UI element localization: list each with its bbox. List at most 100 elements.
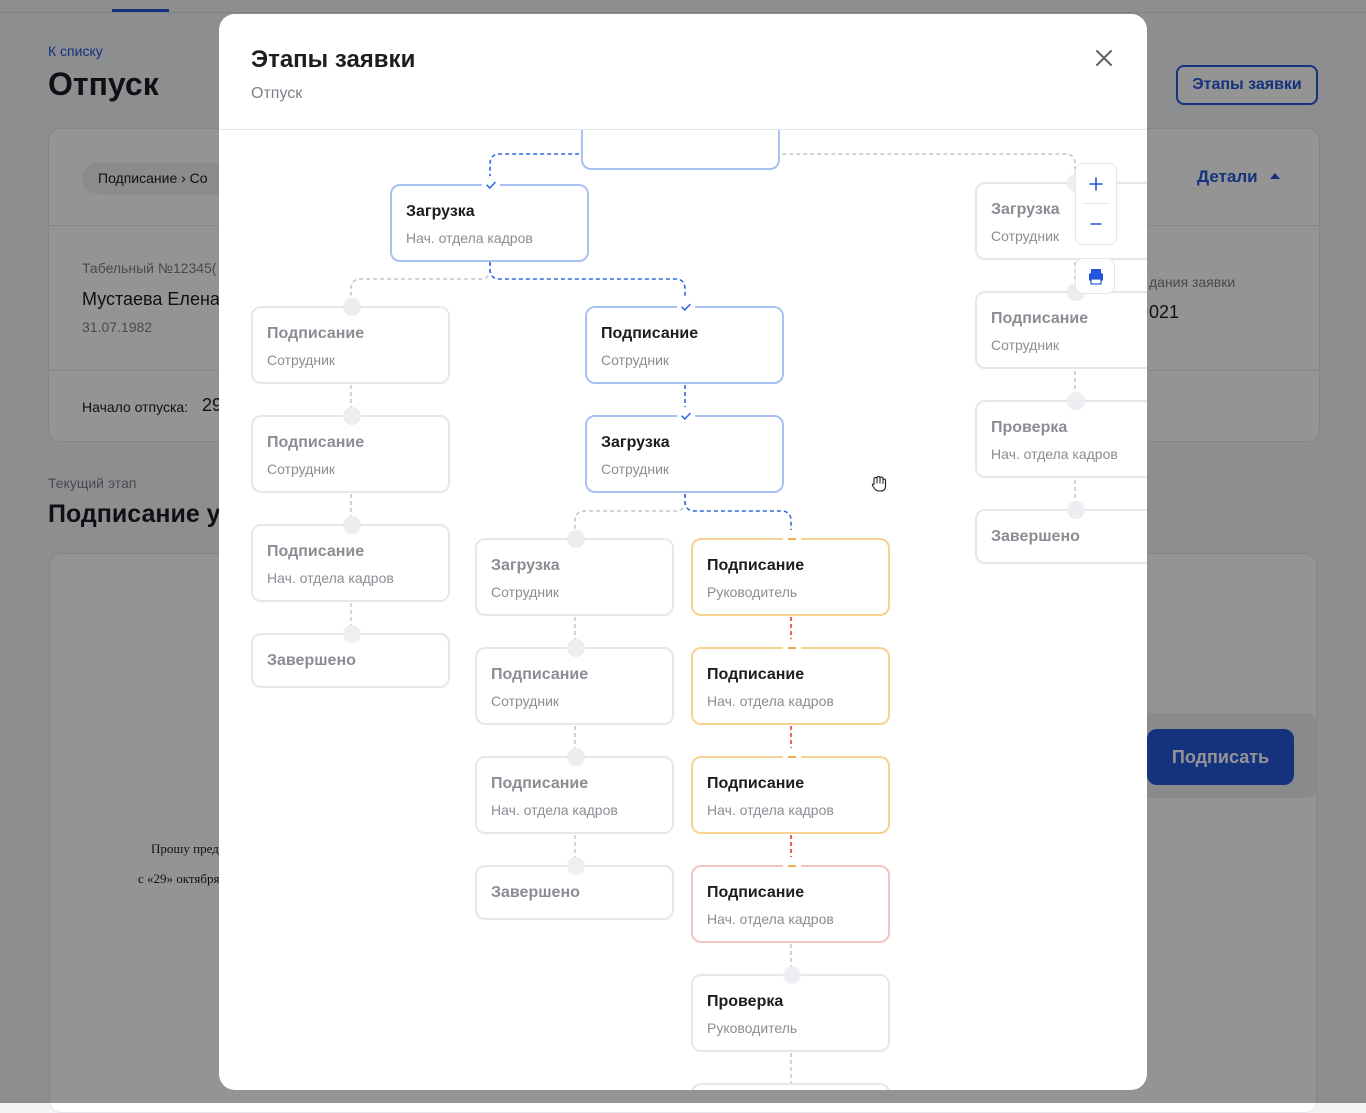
tab-number: Табельный №12345( — [82, 260, 217, 276]
stage-title: Завершено — [491, 884, 580, 901]
connector-done — [489, 130, 686, 184]
stage-role: Руководитель — [707, 1020, 798, 1036]
stages-modal: Этапы заявки Отпуск — [219, 14, 1147, 1090]
connector-pending — [350, 262, 491, 306]
stage-node-parent[interactable] — [581, 130, 780, 170]
stage-title: Загрузка — [406, 203, 475, 220]
minus-status-icon — [783, 748, 801, 766]
stage-title: Завершено — [991, 528, 1080, 545]
request-date-value: 021 — [1149, 302, 1180, 322]
modal-title: Этапы заявки — [251, 46, 416, 73]
caret-up-icon — [1269, 173, 1280, 179]
stage-title: Подписание — [267, 434, 365, 451]
stage-role: Сотрудник — [267, 352, 336, 368]
request-stages-button[interactable]: Этапы заявки — [1176, 65, 1318, 105]
connector-done — [489, 262, 686, 306]
back-to-list-link[interactable]: К списку — [48, 43, 103, 59]
stage-title: Проверка — [707, 993, 784, 1010]
vacation-start-label: Начало отпуска: — [82, 399, 189, 415]
modal-subtitle: Отпуск — [251, 85, 303, 102]
minus-status-icon — [783, 530, 801, 548]
minus-status-icon — [783, 639, 801, 657]
stage-node-n11[interactable]: Завершено — [475, 857, 674, 920]
stage-role: Сотрудник — [991, 228, 1060, 244]
minus-icon — [1090, 223, 1102, 225]
print-button[interactable] — [1075, 258, 1115, 294]
connector-done — [684, 494, 792, 538]
stage-node-n20[interactable]: Завершено — [975, 501, 1147, 564]
stage-title: Завершено — [267, 652, 356, 669]
details-toggle[interactable]: Детали — [1197, 167, 1280, 187]
stage-title: Подписание — [267, 325, 365, 342]
stage-role: Сотрудник — [601, 352, 670, 368]
details-label: Детали — [1197, 167, 1258, 186]
check-icon — [482, 176, 500, 194]
stage-role: Сотрудник — [601, 461, 670, 477]
pending-dot-icon — [567, 748, 585, 766]
connector-pending — [684, 141, 1076, 182]
pending-dot-icon — [567, 639, 585, 657]
stage-role: Сотрудник — [491, 693, 560, 709]
pending-dot-icon — [343, 625, 361, 643]
stage-role: Сотрудник — [491, 584, 560, 600]
printer-icon — [1089, 269, 1103, 285]
request-date-label: дания заявки — [1149, 274, 1236, 290]
zoom-in-button[interactable] — [1076, 164, 1116, 204]
document-text-line: с «29» октября — [138, 871, 220, 886]
pending-dot-icon — [343, 407, 361, 425]
top-navigation — [0, 0, 1366, 13]
pending-dot-icon — [1067, 501, 1085, 519]
pending-dot-icon — [783, 966, 801, 984]
divider — [1084, 203, 1108, 204]
pending-dot-icon — [343, 516, 361, 534]
minus-status-icon — [783, 857, 801, 875]
stage-role: Руководитель — [707, 584, 798, 600]
stage-title: Подписание — [491, 775, 589, 792]
zoom-out-button[interactable] — [1076, 204, 1116, 244]
stage-title: Подписание — [707, 666, 805, 683]
connector-pending — [574, 494, 686, 538]
stage-title: Подписание — [707, 884, 805, 901]
stage-title: Подписание — [991, 310, 1089, 327]
check-icon — [677, 407, 695, 425]
stage-title: Загрузка — [491, 557, 560, 574]
check-icon — [677, 298, 695, 316]
stage-role: Нач. отдела кадров — [707, 911, 834, 927]
stage-role: Сотрудник — [267, 461, 336, 477]
stage-node-n5[interactable]: Завершено — [251, 625, 450, 688]
stage-node-next[interactable] — [691, 1083, 890, 1090]
pending-dot-icon — [567, 530, 585, 548]
stage-role: Нач. отдела кадров — [707, 802, 834, 818]
employee-name: Мустаева Елена — [82, 289, 220, 309]
page-title: Отпуск — [48, 66, 159, 102]
vacation-start-value: 29 — [202, 395, 223, 415]
stage-title: Подписание — [601, 325, 699, 342]
close-icon — [1096, 50, 1112, 66]
close-button[interactable] — [1089, 43, 1119, 73]
stages-graph-connectors — [350, 130, 1076, 1083]
stage-role: Нач. отдела кадров — [991, 446, 1118, 462]
sign-button[interactable]: Подписать — [1147, 729, 1294, 785]
active-tab-indicator — [112, 9, 169, 12]
pending-dot-icon — [343, 298, 361, 316]
stage-role: Нач. отдела кадров — [406, 230, 533, 246]
stage-title: Загрузка — [991, 201, 1060, 218]
